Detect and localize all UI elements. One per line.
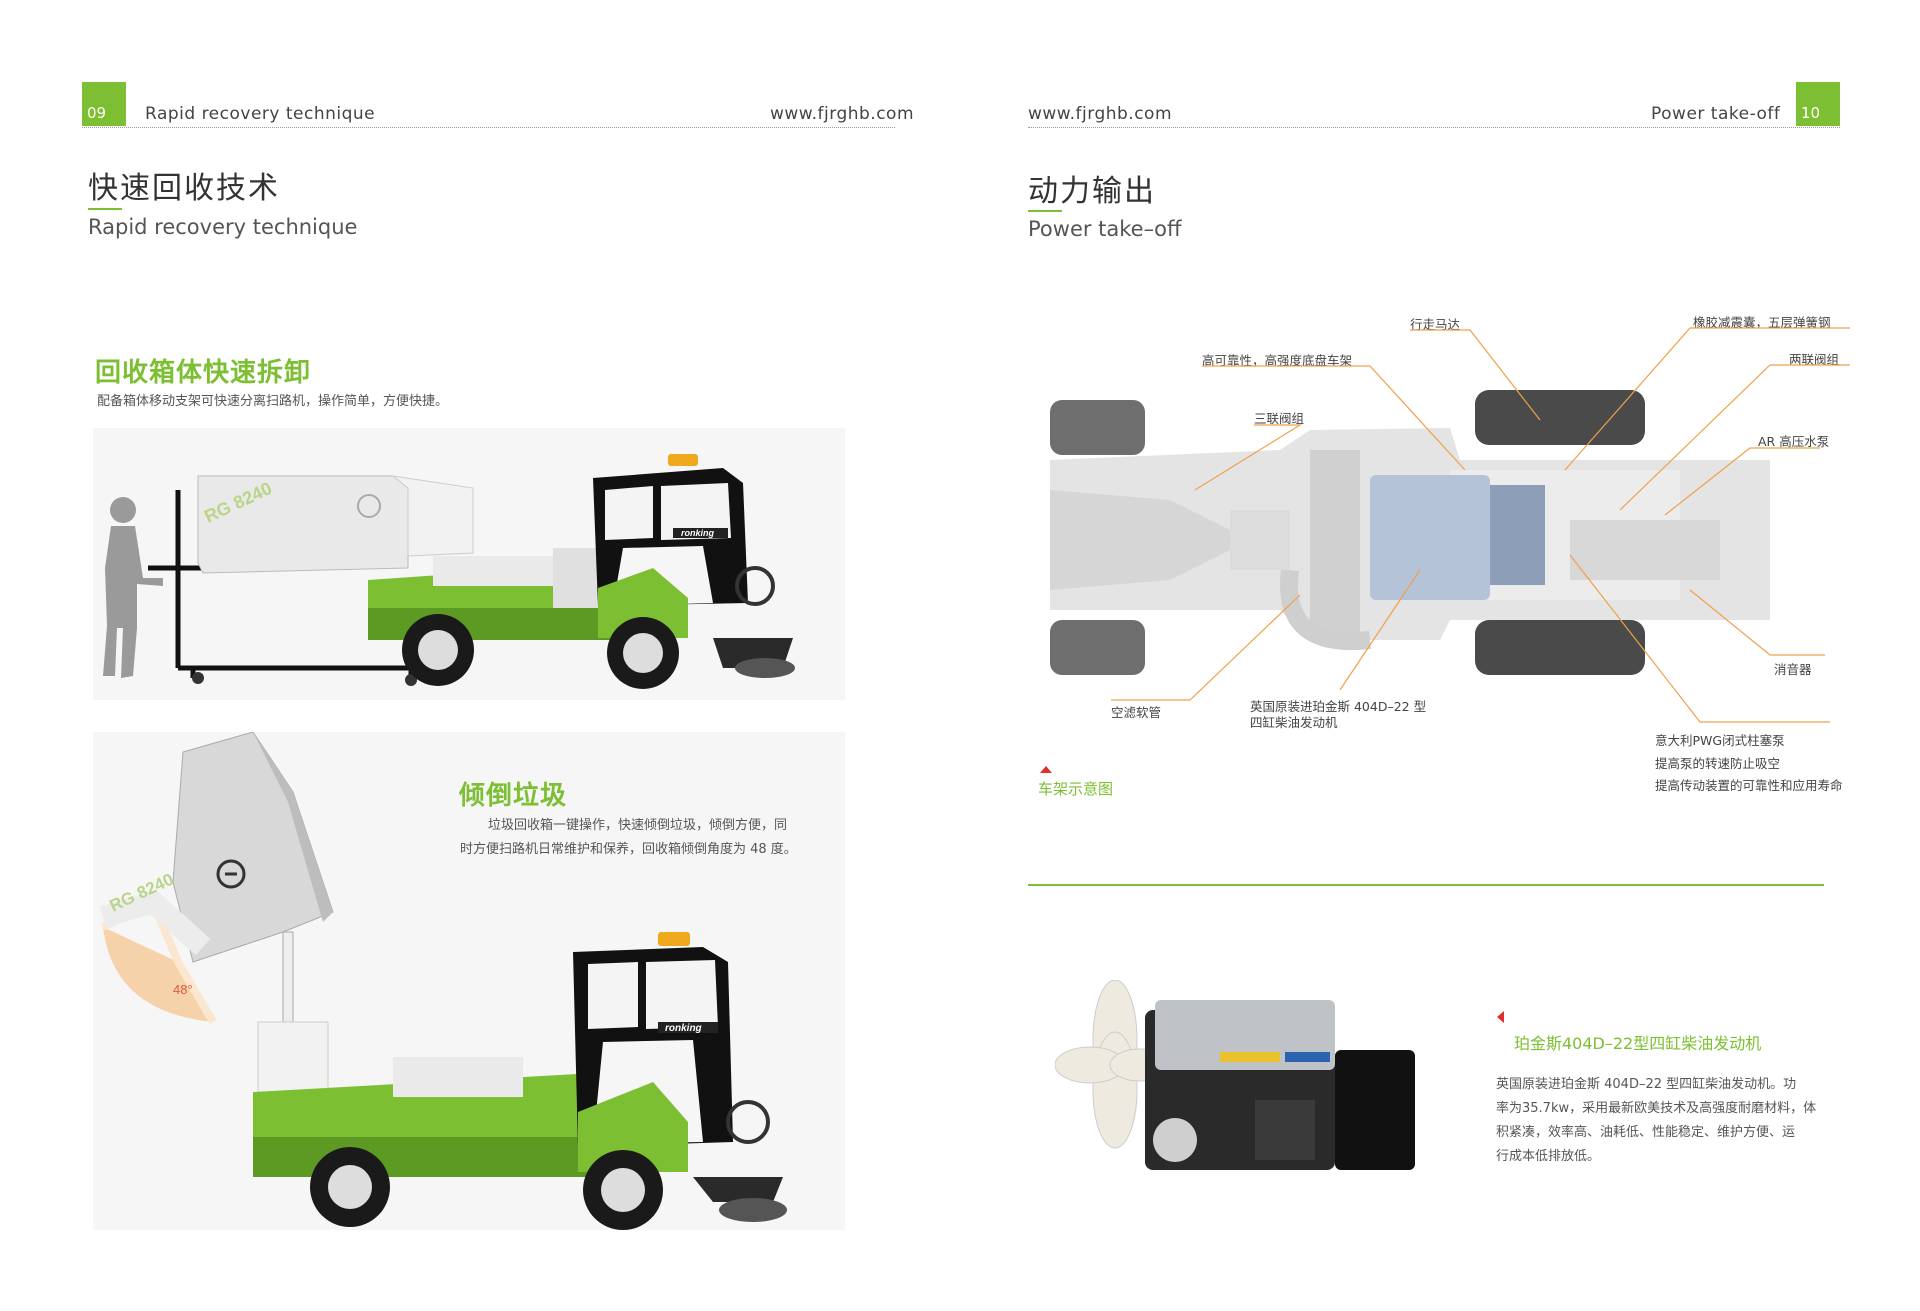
engine-heading-marker-icon: [1497, 1011, 1504, 1023]
hopper-removal-photo: RG 8240 ronking: [93, 428, 845, 700]
hopper-removal-illustration: RG 8240 ronking: [103, 454, 795, 689]
engine-illustration: [1054, 979, 1415, 1170]
detached-hopper: RG 8240: [197, 475, 474, 574]
section-divider: [1028, 884, 1824, 886]
callout-double-valve: 两联阀组: [1789, 352, 1840, 367]
callout-pump-line2: 提高泵的转速防止吸空: [1655, 756, 1781, 771]
callout-chassis-frame: 高可靠性，高强度底盘车架: [1202, 353, 1353, 368]
engine-photo: [1054, 979, 1435, 1195]
engine-text-line2: 率为35.7kw，采用最新欧美技术及高强度耐磨材料，体: [1496, 1101, 1817, 1116]
tilted-hopper: [172, 731, 334, 963]
left-page-number: 09: [82, 82, 126, 126]
left-page-title-cn: 快速回收技术: [88, 171, 280, 206]
chassis-diagram: [1050, 390, 1810, 680]
sweeper-vehicle: ronking: [253, 932, 787, 1230]
section2-text-line2: 时方便扫路机日常维护和保养，回收箱倾倒角度为 48 度。: [460, 842, 797, 857]
cooling-fan-icon: [1054, 979, 1171, 1149]
sweeper-vehicle: ronking: [368, 454, 795, 689]
section1-heading: 回收箱体快速拆卸: [95, 358, 312, 388]
right-header-url[interactable]: www.fjrghb.com: [1028, 104, 1173, 124]
engine-text-line3: 积紧凑，效率高、油耗低、性能稳定、维护方便、运: [1496, 1125, 1796, 1140]
section2-heading: 倾倒垃圾: [459, 781, 568, 811]
engine-text-line4: 行成本低排放低。: [1496, 1149, 1601, 1164]
hopper-tipping-illustration: RG 8240 48° ronking: [99, 731, 787, 1230]
callout-water-pump: AR 高压水泵: [1758, 434, 1830, 449]
right-page-title-en: Power take–off: [1028, 217, 1182, 241]
engine-text-line1: 英国原装进珀金斯 404D–22 型四缸柴油发动机。功: [1496, 1077, 1797, 1092]
left-title-underline: [88, 208, 122, 210]
section2-text-line1: 垃圾回收箱一键操作，快速倾倒垃圾，倾倒方便，同: [488, 818, 788, 833]
callout-triple-valve: 三联阀组: [1254, 411, 1305, 426]
svg-text:ronking: ronking: [665, 1023, 702, 1034]
engine-heading: 珀金斯404D–22型四缸柴油发动机: [1514, 1034, 1762, 1053]
left-header-title: Rapid recovery technique: [145, 104, 376, 124]
person-silhouette-icon: [103, 497, 163, 678]
callout-engine-line2: 四缸柴油发动机: [1250, 715, 1338, 730]
callout-air-hose: 空滤软管: [1111, 705, 1162, 720]
section1-text: 配备箱体移动支架可快速分离扫路机，操作简单，方便快捷。: [97, 394, 449, 409]
right-page-title-cn: 动力输出: [1028, 174, 1156, 209]
right-header-title: Power take-off: [1651, 104, 1781, 124]
left-header-rule: [82, 127, 895, 128]
callout-pump-line3: 提高传动装置的可靠性和应用寿命: [1655, 778, 1843, 793]
chassis-caption-marker-icon: [1040, 766, 1052, 773]
chassis-caption: 车架示意图: [1038, 780, 1114, 798]
right-page-number: 10: [1796, 82, 1840, 126]
tipping-angle-label: 48°: [173, 982, 193, 997]
callout-pump-line1: 意大利PWG闭式柱塞泵: [1655, 733, 1785, 748]
svg-text:ronking: ronking: [681, 528, 715, 538]
right-title-underline: [1028, 210, 1062, 212]
chassis-illustration: [1050, 390, 1770, 675]
left-page-title-en: Rapid recovery technique: [88, 215, 358, 239]
right-header-rule: [1028, 127, 1840, 128]
left-header-url[interactable]: www.fjrghb.com: [770, 104, 915, 124]
callout-rubber-spring: 橡胶减震囊，五层弹簧钢: [1693, 315, 1831, 330]
callout-travel-motor: 行走马达: [1410, 317, 1461, 332]
hopper-tipping-photo: RG 8240 48° ronking: [93, 731, 845, 1230]
callout-muffler: 消音器: [1774, 662, 1812, 677]
callout-engine-line1: 英国原装进珀金斯 404D–22 型: [1250, 699, 1427, 714]
